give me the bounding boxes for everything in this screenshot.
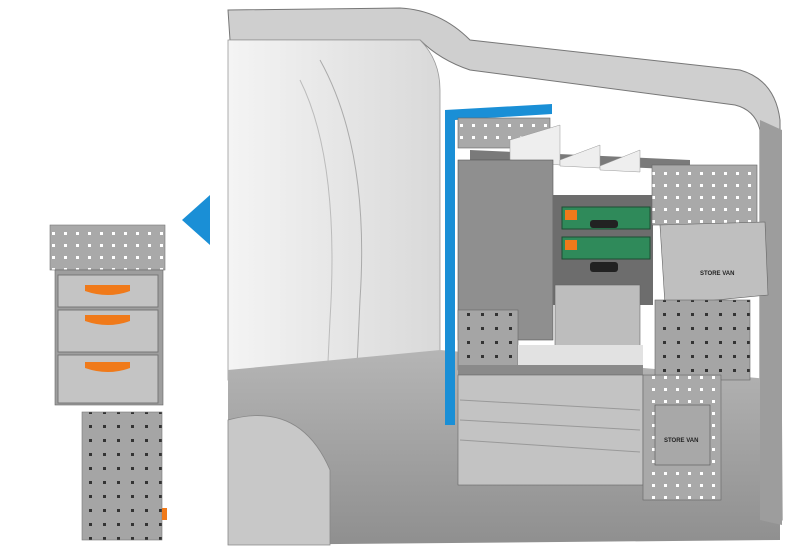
drawer-3: [57, 354, 159, 404]
drawer-handle: [85, 285, 130, 295]
right-module: STORE VAN STORE VAN: [642, 164, 769, 501]
holder-bin-lower: [654, 404, 711, 466]
storage-case-upper: [561, 206, 651, 230]
perforated-panel: [81, 411, 163, 541]
shelving-unit: [457, 117, 690, 486]
triangle-left-icon: [182, 195, 210, 245]
storage-case-lower: [561, 236, 651, 272]
drawer-handle: [85, 315, 130, 325]
drawer-1: [57, 274, 159, 308]
highlight-bracket: [445, 104, 552, 425]
wheel-arch: [227, 415, 331, 546]
brand-label-lower: STORE VAN: [664, 438, 698, 444]
drawer-2: [57, 309, 159, 353]
drawer-module-inset: [49, 224, 167, 541]
drawer-handle: [85, 362, 130, 372]
holder-bin-upper: [659, 221, 769, 306]
brand-label-upper: STORE VAN: [700, 271, 734, 277]
profile-rail-lower: [457, 374, 644, 486]
